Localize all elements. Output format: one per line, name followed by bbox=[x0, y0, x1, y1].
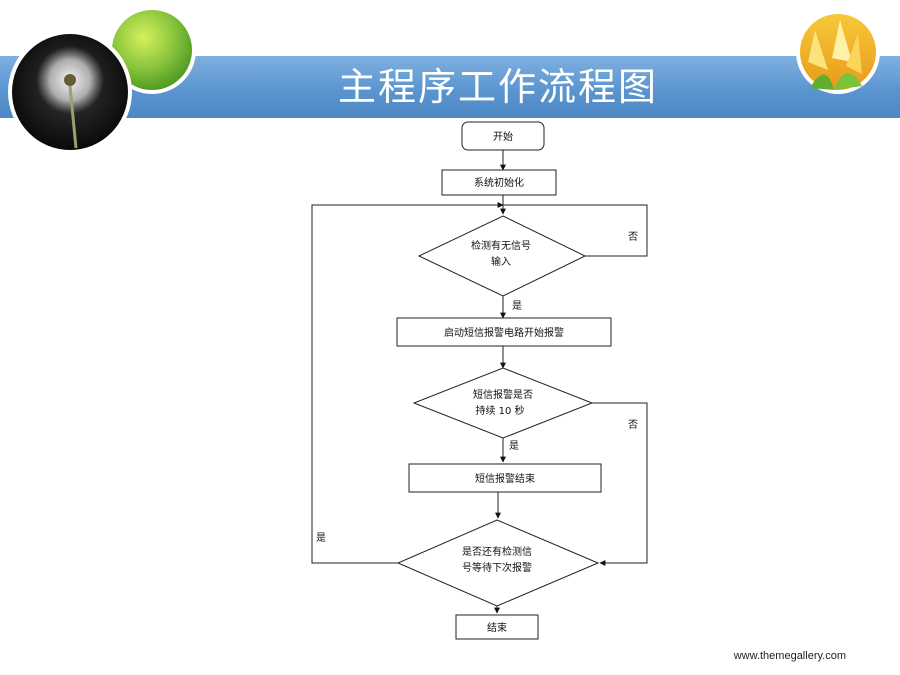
line-decision2-no bbox=[592, 402, 648, 566]
slide-title: 主程序工作流程图 bbox=[337, 65, 658, 109]
dandelion-photo bbox=[8, 30, 132, 154]
decision1-no-label: 否 bbox=[628, 231, 638, 243]
decision1-line2: 输入 bbox=[491, 255, 511, 268]
decision2-line2: 持续 10 秒 bbox=[475, 404, 524, 417]
decision3-yes-label: 是 bbox=[316, 532, 326, 544]
slide-title-bar: 主程序工作流程图 bbox=[0, 56, 900, 118]
decision1-yes-label: 是 bbox=[512, 300, 522, 312]
decision3-line1: 是否还有检测信 bbox=[462, 545, 532, 558]
alarm-end-label: 短信报警结束 bbox=[475, 472, 535, 485]
loop-decision1-no bbox=[503, 204, 648, 257]
end-label: 结束 bbox=[487, 621, 507, 634]
decision2-line1: 短信报警是否 bbox=[473, 388, 533, 401]
end-node: 结束 bbox=[455, 614, 539, 640]
decision2-no-label: 否 bbox=[628, 419, 638, 431]
decision3-line2: 号等待下次报警 bbox=[462, 561, 532, 574]
decision2-node: 短信报警是否 持续 10 秒 bbox=[412, 367, 594, 439]
decision2-yes-label: 是 bbox=[509, 440, 519, 452]
start-node: 开始 bbox=[461, 121, 545, 151]
loop-decision3-yes bbox=[311, 202, 504, 564]
decision1-node: 检测有无信号 输入 bbox=[417, 215, 587, 297]
init-label: 系统初始化 bbox=[474, 176, 524, 189]
footer-url: www.themegallery.com bbox=[733, 650, 846, 662]
alarm-end-node: 短信报警结束 bbox=[408, 463, 602, 493]
alarm-start-label: 启动短信报警电路开始报警 bbox=[444, 326, 564, 339]
decision1-line1: 检测有无信号 bbox=[471, 239, 531, 252]
init-node: 系统初始化 bbox=[441, 169, 557, 196]
alarm-start-node: 启动短信报警电路开始报警 bbox=[396, 317, 612, 347]
decorative-images bbox=[8, 6, 880, 154]
tulip-photo bbox=[796, 10, 880, 94]
decision3-node: 是否还有检测信 号等待下次报警 bbox=[396, 519, 600, 607]
start-label: 开始 bbox=[493, 130, 513, 143]
